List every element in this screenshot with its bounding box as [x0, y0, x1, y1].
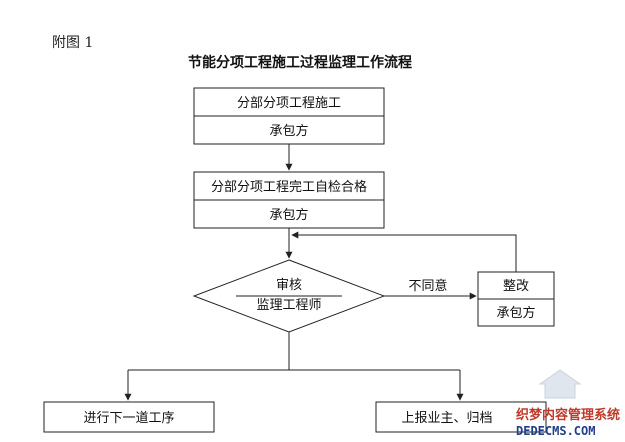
- node-next-step-label: 进行下一道工序: [83, 411, 174, 426]
- node-construction: 分部分项工程施工 承包方: [193, 87, 385, 145]
- watermark-cn: 织梦内容管理系统: [516, 407, 620, 423]
- edge-rectify-loopback: [291, 231, 517, 272]
- watermark-house-icon: [538, 369, 582, 399]
- node-review: 审核 监理工程师: [192, 259, 386, 333]
- node-review-label: 审核: [276, 278, 302, 293]
- node-report-box: [375, 401, 547, 433]
- node-report: 上报业主、归档: [375, 401, 547, 433]
- node-report-label: 上报业主、归档: [401, 411, 492, 426]
- node-selfcheck-label: 分部分项工程完工自检合格: [211, 179, 367, 195]
- node-next-step-box: [43, 401, 215, 433]
- edge-reject-label: 不同意: [408, 278, 447, 294]
- diagram-title: 节能分项工程施工过程监理工作流程: [188, 54, 412, 71]
- node-rectify-label: 整改: [503, 279, 529, 294]
- figure-caption: 附图 1: [52, 35, 93, 51]
- node-selfcheck: 分部分项工程完工自检合格 承包方: [193, 171, 385, 229]
- node-rectify: 整改 承包方: [477, 271, 555, 327]
- node-construction-label: 分部分项工程施工: [237, 96, 341, 111]
- node-construction-actor: 承包方: [269, 123, 308, 139]
- watermark: 织梦内容管理系统 DEDECMS.COM: [516, 369, 620, 438]
- node-next-step: 进行下一道工序: [43, 401, 215, 433]
- node-selfcheck-actor: 承包方: [269, 207, 308, 223]
- node-rectify-actor: 承包方: [496, 305, 535, 321]
- watermark-en: DEDECMS.COM: [516, 424, 595, 438]
- node-review-actor: 监理工程师: [256, 298, 321, 313]
